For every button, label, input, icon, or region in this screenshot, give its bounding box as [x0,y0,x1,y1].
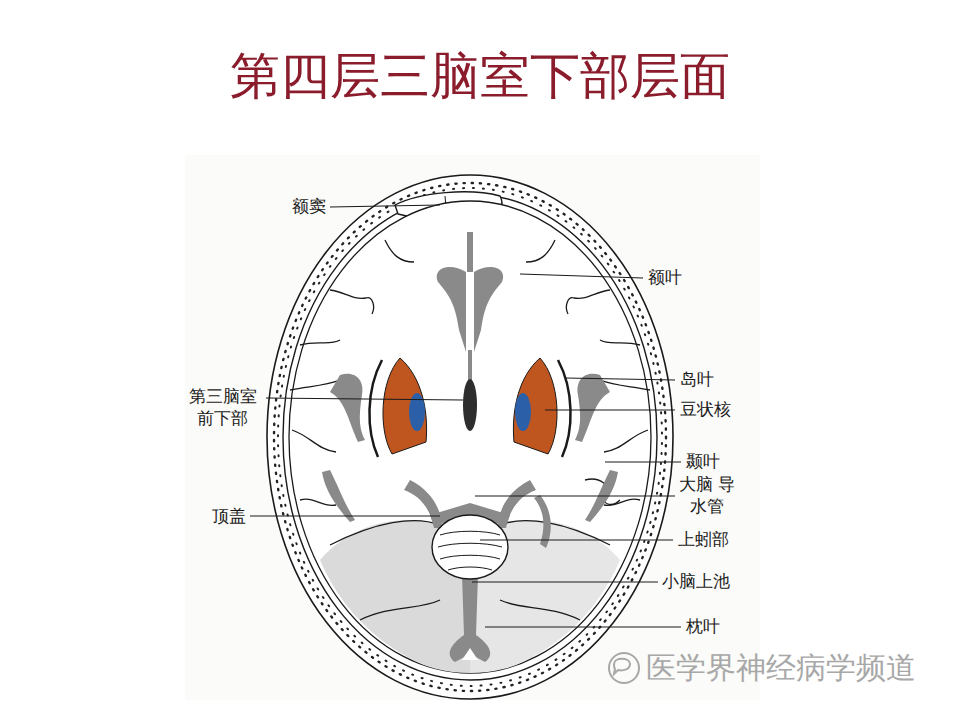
leader-line [545,409,675,410]
leader-line [250,515,440,516]
watermark: 医学界神经病学频道 [646,650,916,686]
skull [283,194,657,680]
leader-line [475,495,675,496]
sulci [600,340,640,345]
brain [289,201,651,673]
ventricles [468,350,472,382]
lentiform-nucleus [369,360,382,457]
skull [274,183,666,691]
ventricles [322,232,618,662]
leader-line [250,205,681,627]
picture-ground [185,155,760,700]
anatomy-label: 第三脑室 前下部 [184,386,262,430]
leader-line [520,274,643,278]
ventricles [330,374,365,442]
anatomy-label: 小脑上池 [662,572,730,592]
vermis [432,515,508,579]
vermis [432,515,508,579]
sulci [360,600,440,620]
anatomy-label: 枕叶 [686,617,720,637]
lentiform-nucleus [369,358,570,457]
sulci [292,430,336,452]
lentiform-nucleus [409,393,425,431]
vermis [438,531,502,570]
leader-line [485,626,681,627]
anatomy-label: 上蚓部 [678,530,729,550]
leader-line [480,539,673,540]
sulci [566,290,610,314]
ventricles [462,648,478,660]
ventricles [463,379,477,431]
title: 第四层三脑室下部层面 [0,46,960,106]
anatomy-label: 大脑 导水管 [678,474,736,518]
ventricles [467,232,473,272]
anatomy-label: 岛叶 [680,370,714,390]
ventricles [450,575,490,662]
lentiform-nucleus [383,358,427,454]
anatomy-label: 额窦 [292,197,326,217]
anatomy-label: 颞叶 [686,452,720,472]
anatomy-label: 顶盖 [212,507,246,527]
leader-line [472,581,658,582]
brain [289,201,651,680]
lentiform-nucleus [513,358,557,454]
sulci [330,521,440,545]
skull [267,175,673,699]
sulci [500,600,580,620]
sulci [526,240,555,262]
watermark-icon [609,653,639,683]
sulci [385,240,414,262]
leader-line [266,398,463,400]
anatomy-label: 额叶 [648,268,682,288]
lentiform-nucleus [558,360,571,457]
lentiform-nucleus [515,393,531,431]
leader-line [330,205,440,207]
sulci [300,340,340,345]
ventricles [474,267,503,352]
sulci [300,499,336,505]
sulci [500,521,610,545]
sulci [290,240,650,620]
leader-line [565,378,675,380]
sulci [604,430,648,452]
skull [267,175,673,699]
leader-line [605,461,681,462]
watermark-icon [609,653,639,683]
ventricles [322,470,355,522]
ventricles [575,374,610,442]
sulci [330,290,374,314]
watermark-icon [614,659,630,674]
anatomy-label: 豆状核 [680,400,731,420]
ventricles [437,267,466,352]
skull [278,188,662,686]
